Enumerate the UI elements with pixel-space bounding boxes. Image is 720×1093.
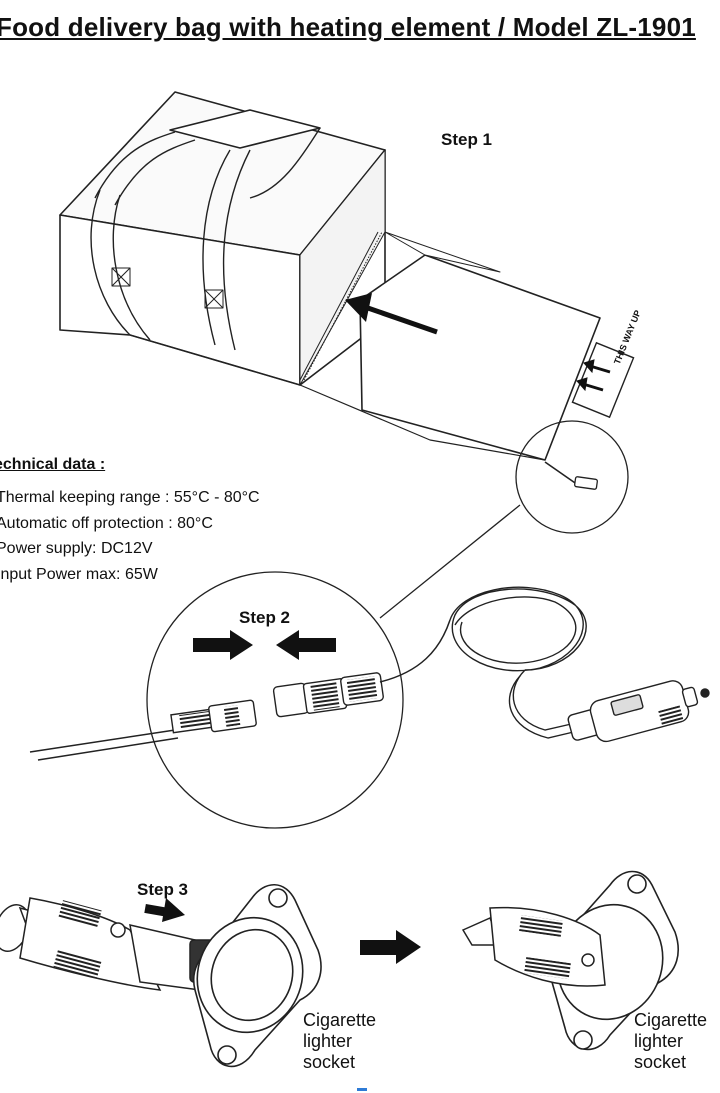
socket-label-right: Cigarette lighter socket	[634, 1010, 707, 1073]
socket-label-right-line2: lighter	[634, 1031, 684, 1051]
tech-item-power-supply: Power supply: DC12V	[0, 540, 153, 557]
socket-left	[193, 884, 322, 1068]
tech-item-auto-off: Automatic off protection : 80°C	[0, 514, 213, 532]
result-arrow	[360, 930, 421, 964]
step-3-label: Step 3	[137, 880, 189, 899]
step2-arrows	[193, 630, 336, 660]
this-way-up-label	[571, 341, 635, 419]
step-1-label: Step 1	[441, 130, 493, 149]
socket-label-left-line3: socket	[303, 1052, 356, 1072]
technical-data-heading: echnical data :	[0, 456, 106, 473]
technical-data-list: Thermal keeping range : 55°C - 80°C Auto…	[0, 485, 260, 587]
tech-item-thermal-range: Thermal keeping range : 55°C - 80°C	[0, 489, 260, 506]
socket-label-right-line3: socket	[634, 1052, 687, 1072]
insert-arrow	[345, 293, 438, 335]
plug-left	[0, 897, 215, 991]
zoom-circle-connector	[379, 420, 629, 619]
socket-label-left: Cigarette lighter socket	[303, 1010, 376, 1073]
socket-label-right-line1: Cigarette	[634, 1010, 708, 1030]
step3-arrow	[144, 898, 185, 922]
socket-label-left-line2: lighter	[303, 1031, 353, 1051]
cigarette-plug	[567, 680, 710, 743]
coiled-cable	[449, 586, 587, 739]
page-title: Food delivery bag with heating element /…	[0, 12, 696, 42]
step-2-label: Step 2	[239, 608, 291, 627]
socket-label-left-line1: Cigarette	[303, 1010, 377, 1030]
delivery-bag	[59, 91, 601, 461]
page-marker	[357, 1088, 367, 1091]
plug-right	[461, 906, 606, 987]
tech-item-input-power: Input Power max: 65W	[0, 565, 158, 583]
step2-circle	[29, 571, 451, 829]
